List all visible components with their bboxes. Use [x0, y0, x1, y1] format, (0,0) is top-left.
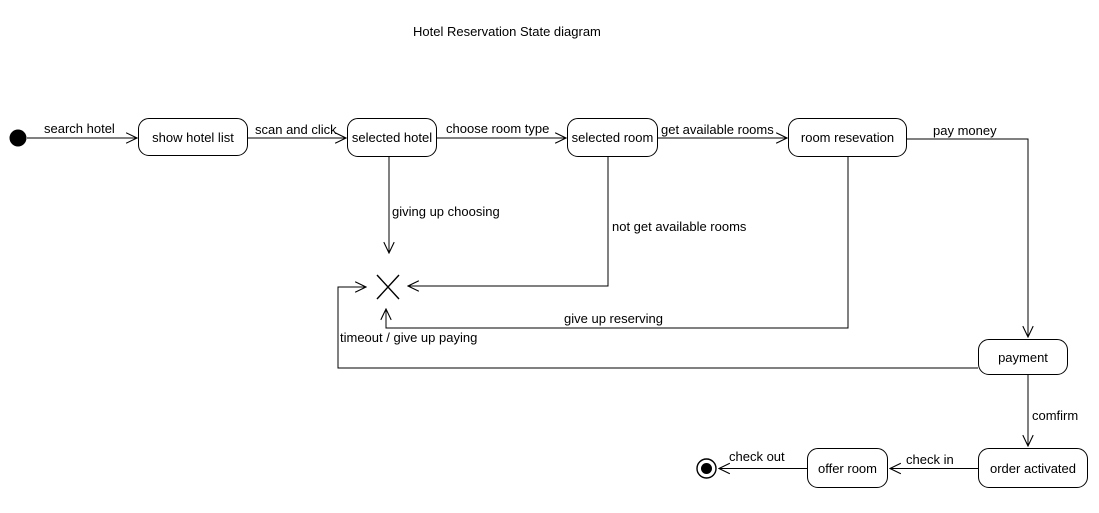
- state-offer-room: offer room: [807, 448, 888, 488]
- edge-not-get-available-rooms: [408, 157, 609, 286]
- state-show-hotel-list: show hotel list: [138, 118, 248, 156]
- diagram-title: Hotel Reservation State diagram: [413, 24, 601, 39]
- terminate-x-icon: [376, 274, 400, 300]
- transition-label-give-up-reserving: give up reserving: [564, 311, 663, 326]
- state-label: room resevation: [800, 130, 895, 145]
- state-label: selected room: [571, 130, 654, 145]
- initial-state-icon: [9, 129, 27, 147]
- state-room-resevation: room resevation: [788, 118, 907, 157]
- edge-pay-money: [907, 138, 1028, 337]
- transition-label-choose-room-type: choose room type: [446, 121, 550, 136]
- state-label: selected hotel: [351, 130, 433, 145]
- edge-timeout-give-up-paying: [337, 287, 978, 369]
- state-label: offer room: [817, 460, 877, 476]
- transition-label-get-available-rooms: get available rooms: [661, 122, 774, 137]
- transition-label-search-hotel: search hotel: [44, 121, 115, 136]
- transition-label-comfirm: comfirm: [1032, 408, 1079, 423]
- state-payment: payment: [978, 339, 1068, 375]
- state-selected-room: selected room: [567, 118, 658, 157]
- transition-label-check-in: check in: [906, 452, 954, 467]
- state-label: order activated: [990, 460, 1076, 476]
- final-state-inner-dot-icon: [701, 463, 712, 474]
- transition-label-scan-and-click: scan and click: [255, 122, 337, 137]
- state-label: payment: [998, 349, 1048, 365]
- final-state-outer-ring-icon: [696, 458, 717, 479]
- state-selected-hotel: selected hotel: [347, 118, 437, 157]
- transition-label-check-out: check out: [729, 449, 785, 464]
- edge-give-up-reserving: [386, 157, 849, 329]
- transition-label-pay-money: pay money: [933, 123, 997, 138]
- transition-label-timeout-give-up-paying: timeout / give up paying: [340, 330, 478, 345]
- transition-label-giving-up-choosing: giving up choosing: [392, 204, 500, 219]
- state-label: show hotel list: [152, 129, 234, 145]
- transition-label-not-get-available-rooms: not get available rooms: [612, 219, 747, 234]
- state-order-activated: order activated: [978, 448, 1088, 488]
